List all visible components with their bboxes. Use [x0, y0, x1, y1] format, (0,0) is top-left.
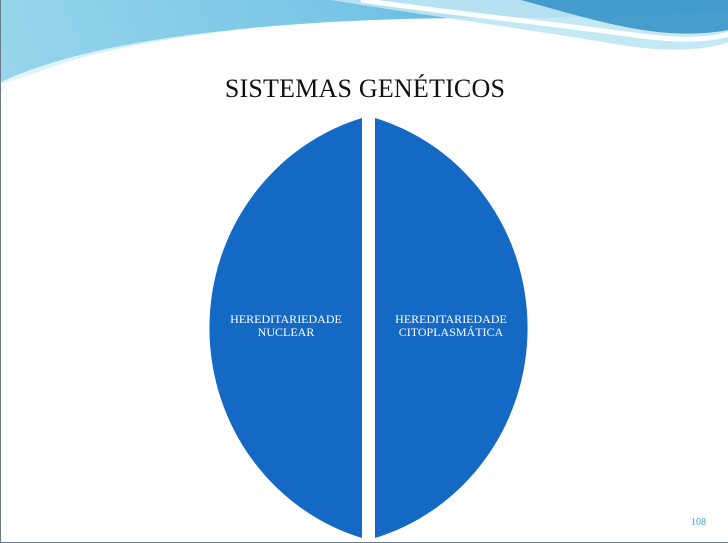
right-half-citoplasmatica [375, 118, 528, 538]
left-half-nuclear [209, 118, 362, 538]
header-swoosh-decoration [1, 0, 728, 90]
label-hereditariedade-citoplasmatica: HEREDITARIEDADE CITOPLASMÁTICA [395, 312, 507, 339]
page-number: 108 [691, 517, 706, 528]
label-hereditariedade-nuclear: HEREDITARIEDADE NUCLEAR [230, 312, 342, 339]
slide-title: SISTEMAS GENÉTICOS [224, 74, 506, 103]
